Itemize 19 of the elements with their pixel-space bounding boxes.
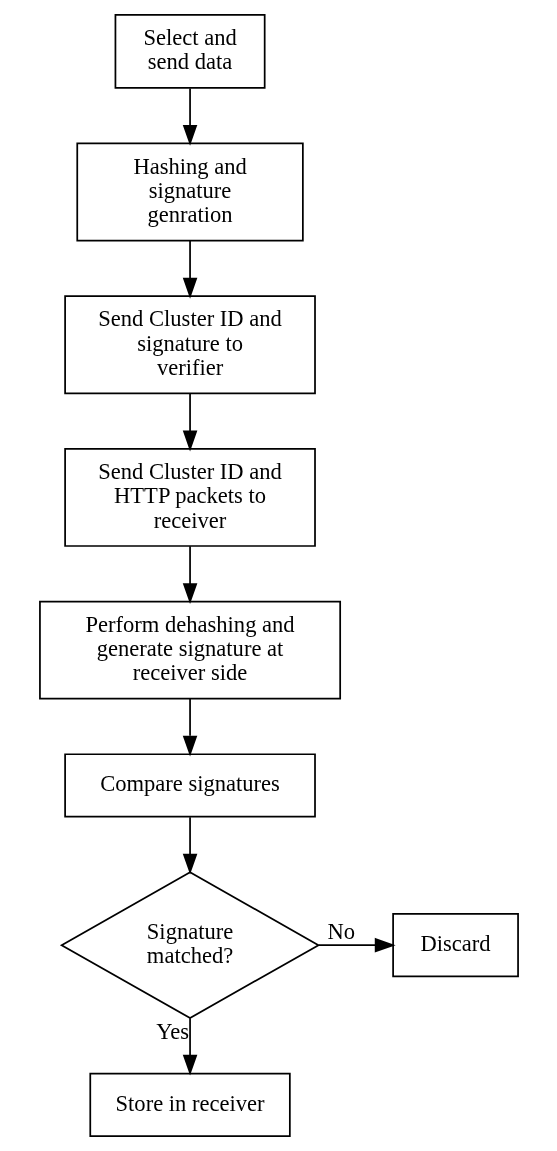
node-box: Hashing and signature genration (75, 142, 304, 242)
arrow (182, 1017, 197, 1076)
arrow (182, 392, 197, 452)
node-box: Select and send data (114, 14, 266, 89)
arrow (182, 697, 197, 757)
edge-label: No (326, 918, 355, 944)
arrow (182, 240, 197, 299)
node-box: Store in receiver (88, 1072, 291, 1137)
arrow (182, 87, 197, 146)
node-box: Perform dehashing and generate signature at receiver side (38, 600, 341, 700)
arrow (182, 545, 197, 605)
node-box: Send Cluster ID and HTTP packets to receiver (63, 447, 316, 547)
node-box: Send Cluster ID and signature to verifier (63, 295, 316, 395)
edge-label: Yes (155, 1019, 189, 1045)
arrow (317, 937, 396, 953)
node-diamond: Signature matched? (59, 871, 320, 1020)
node-box: Discard (391, 913, 519, 978)
arrow (182, 816, 197, 875)
node-box: Compare signatures (63, 753, 316, 818)
